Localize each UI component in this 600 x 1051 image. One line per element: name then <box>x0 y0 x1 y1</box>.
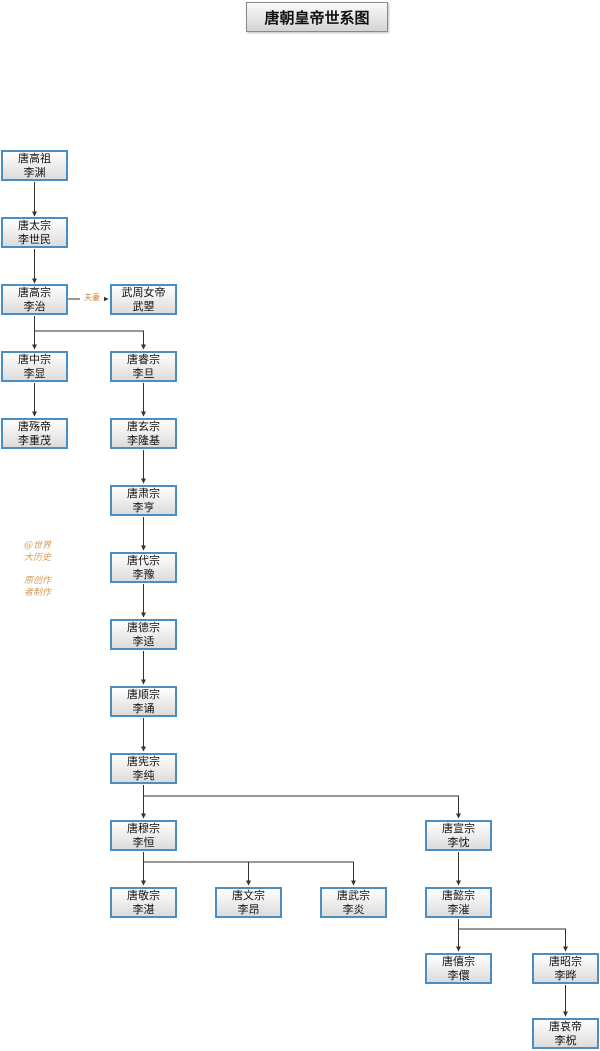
node-title: 唐穆宗 <box>127 821 160 835</box>
node-title: 唐宪宗 <box>127 754 160 768</box>
node-title: 唐中宗 <box>18 352 51 366</box>
node-name: 李忱 <box>447 835 470 849</box>
node-title: 唐太宗 <box>18 218 51 232</box>
node-name: 李儇 <box>447 968 470 982</box>
watermark-line: 者制作 <box>24 588 52 598</box>
node-shunzong[interactable]: 唐顺宗 李诵 <box>110 686 177 717</box>
node-suzong[interactable]: 唐肃宗 李亨 <box>110 485 177 516</box>
node-daizong[interactable]: 唐代宗 李豫 <box>110 552 177 583</box>
node-title: 唐懿宗 <box>442 888 475 902</box>
edge-gaozong-children <box>34 316 146 350</box>
node-gaozu[interactable]: 唐高祖 李渊 <box>1 150 68 181</box>
node-title: 唐殇帝 <box>18 419 51 433</box>
watermark-line: @世界 <box>24 541 52 551</box>
node-name: 李亨 <box>132 500 155 514</box>
node-title: 唐宣宗 <box>442 821 475 835</box>
node-name: 李昂 <box>237 902 260 916</box>
node-name: 李恒 <box>132 835 155 849</box>
node-name: 武曌 <box>132 299 155 313</box>
chart-title: 唐朝皇帝世系图 <box>246 2 388 32</box>
node-title: 唐哀帝 <box>549 1019 582 1033</box>
node-title: 唐代宗 <box>127 553 160 567</box>
node-title: 唐高宗 <box>18 285 51 299</box>
node-zhaozong[interactable]: 唐昭宗 李晔 <box>532 953 599 984</box>
node-title: 唐僖宗 <box>442 954 475 968</box>
node-name: 李隆基 <box>127 433 160 447</box>
node-name: 李治 <box>23 299 46 313</box>
node-ruizong[interactable]: 唐睿宗 李旦 <box>110 351 177 382</box>
node-name: 李纯 <box>132 768 155 782</box>
node-muzong[interactable]: 唐穆宗 李恒 <box>110 820 177 851</box>
node-xianzong[interactable]: 唐宪宗 李纯 <box>110 753 177 784</box>
node-wuzetian[interactable]: 武周女帝 武曌 <box>110 284 177 315</box>
watermark-line: 大历史 <box>24 553 52 563</box>
node-taizong[interactable]: 唐太宗 李世民 <box>1 217 68 248</box>
node-title: 唐玄宗 <box>127 419 160 433</box>
node-gaozong[interactable]: 唐高宗 李治 <box>1 284 68 315</box>
node-name: 李漼 <box>447 902 470 916</box>
node-jingzong[interactable]: 唐敬宗 李湛 <box>110 887 177 918</box>
node-title: 唐敬宗 <box>127 888 160 902</box>
node-name: 李豫 <box>132 567 155 581</box>
node-xuanzong2[interactable]: 唐宣宗 李忱 <box>425 820 492 851</box>
node-name: 李柷 <box>554 1033 577 1047</box>
node-name: 李诵 <box>132 701 155 715</box>
node-zhongzong[interactable]: 唐中宗 李显 <box>1 351 68 382</box>
node-title: 武周女帝 <box>121 285 166 299</box>
node-shangdi[interactable]: 唐殇帝 李重茂 <box>1 418 68 449</box>
node-name: 李适 <box>132 634 155 648</box>
node-yizong[interactable]: 唐懿宗 李漼 <box>425 887 492 918</box>
node-name: 李炎 <box>342 902 365 916</box>
node-name: 李重茂 <box>18 433 51 447</box>
node-title: 唐高祖 <box>18 151 51 165</box>
node-name: 李湛 <box>132 902 155 916</box>
node-xuanzong[interactable]: 唐玄宗 李隆基 <box>110 418 177 449</box>
node-title: 唐肃宗 <box>127 486 160 500</box>
node-name: 李显 <box>23 366 46 380</box>
node-name: 李渊 <box>23 165 46 179</box>
node-name: 李旦 <box>132 366 155 380</box>
node-wuzong[interactable]: 唐武宗 李炎 <box>320 887 387 918</box>
node-dezong[interactable]: 唐德宗 李适 <box>110 619 177 650</box>
watermark-text-1: @世界 大历史 <box>24 540 64 564</box>
node-name: 李晔 <box>554 968 577 982</box>
node-wenzong[interactable]: 唐文宗 李昂 <box>215 887 282 918</box>
node-title: 唐睿宗 <box>127 352 160 366</box>
spouse-label: 夫妻 <box>80 293 104 303</box>
node-title: 唐德宗 <box>127 620 160 634</box>
node-name: 李世民 <box>18 232 51 246</box>
watermark-text-2: 原创作 者制作 <box>24 575 64 599</box>
node-title: 唐顺宗 <box>127 687 160 701</box>
watermark-line: 原创作 <box>24 576 52 586</box>
node-aidi[interactable]: 唐哀帝 李柷 <box>532 1018 599 1049</box>
node-title: 唐昭宗 <box>549 954 582 968</box>
edge-yizong-zhaozong <box>458 919 568 952</box>
node-xizong[interactable]: 唐僖宗 李儇 <box>425 953 492 984</box>
edge-xianzong-xuanzong2 <box>143 785 461 819</box>
node-title: 唐文宗 <box>232 888 265 902</box>
node-title: 唐武宗 <box>337 888 370 902</box>
